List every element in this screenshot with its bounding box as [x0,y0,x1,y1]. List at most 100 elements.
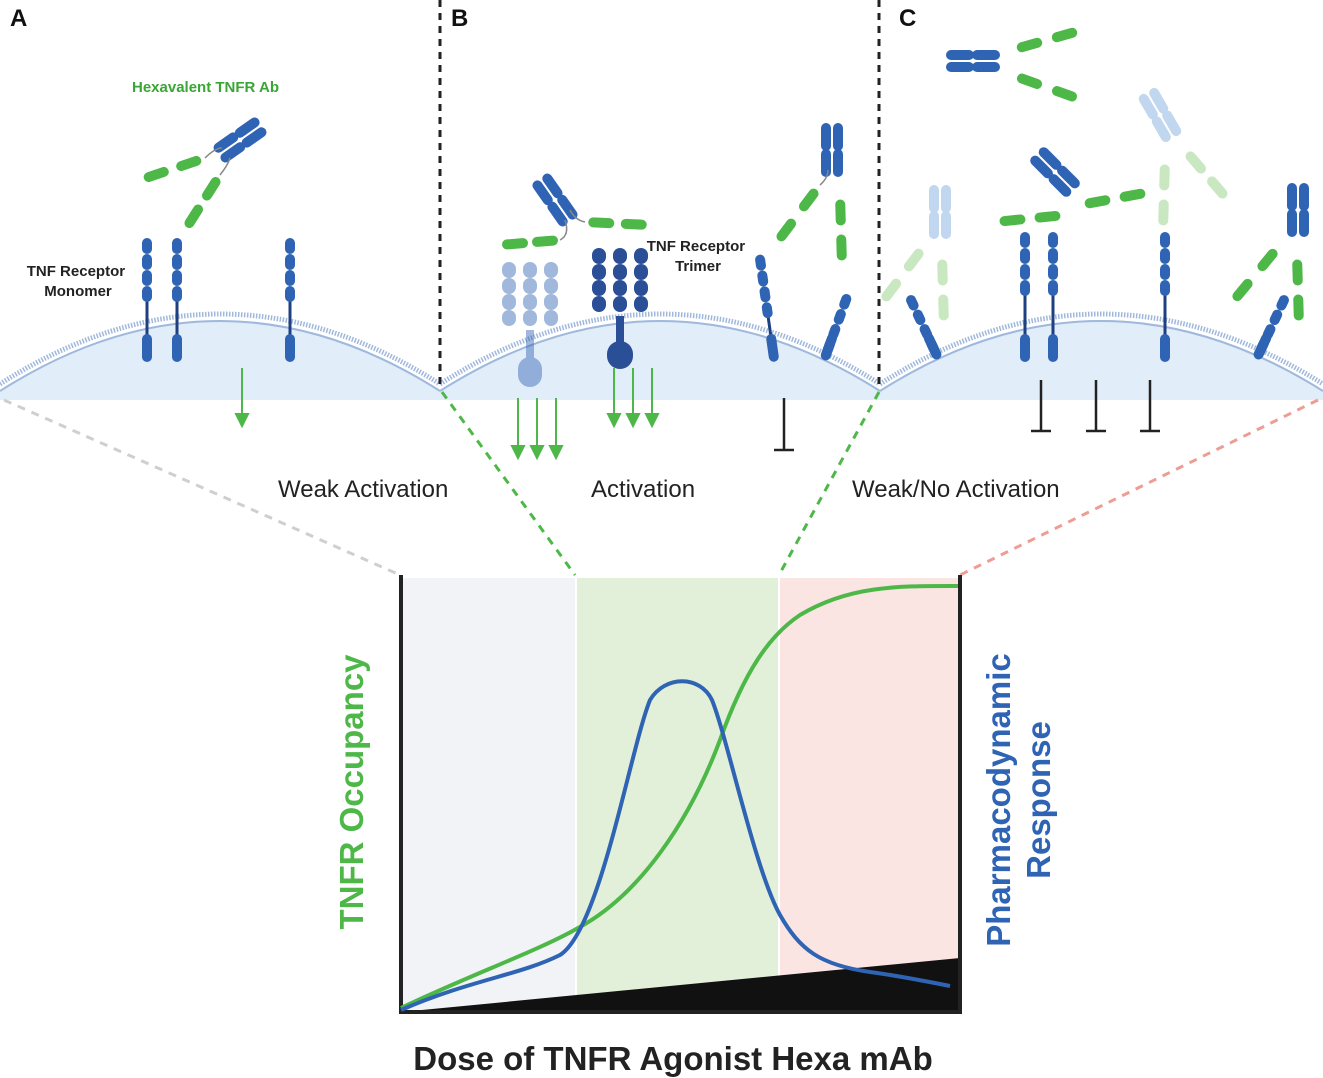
domain-pill [937,259,948,286]
domain-pill [285,334,295,362]
domain-pill [1151,116,1171,143]
dose-response-graph: TNFR Occupancy Pharmacodynamic Response … [333,575,1057,1077]
left-axis-label: TNFR Occupancy [333,654,370,930]
domain-pill [285,238,295,254]
domain-pill [285,254,295,270]
receptor-monomer [755,254,779,362]
hexavalent-antibody-a [143,117,267,228]
domain-pill [613,264,627,280]
domain-pill [544,262,558,278]
domain-pill [1292,259,1303,286]
domain-pill [1084,195,1111,209]
domain-pill [759,286,771,303]
domain-pill [833,149,843,177]
bound-antibody-c-faded [881,185,951,321]
domain-pill [285,270,295,286]
domain-pill [172,334,182,362]
domain-pill [634,248,648,264]
antibody-fc [929,185,951,239]
antibody-fc [213,117,267,163]
domain-pill [906,295,919,311]
antibody-fc [1138,87,1182,143]
domain-pill [142,238,152,254]
domain-pill [1269,309,1283,326]
domain-pill [1020,264,1030,280]
domain-pill [523,294,537,310]
receptor-trimer-light [502,262,558,387]
domain-pill [1232,278,1253,302]
domain-pill [1048,280,1058,296]
receptor-antibody-cartoons [142,27,1309,387]
domain-pill [592,248,606,264]
domain-pill [941,211,951,239]
domain-pill [172,286,182,302]
domain-pill [1048,248,1058,264]
membrane-b [440,320,880,400]
domain-pill [1020,280,1030,296]
domain-pill [941,185,951,213]
receptor-monomer [1160,232,1170,362]
domain-pill [820,333,837,361]
domain-pill [1207,176,1228,199]
domain-pill [532,235,558,247]
domain-pill [1057,165,1080,189]
domain-pill [592,264,606,280]
domain-pill [172,270,182,286]
antibody-fc [1287,183,1309,237]
domain-pill [220,142,246,163]
domain-pill [972,62,1000,72]
domain-pill [1016,37,1043,53]
domain-pill [1119,188,1146,202]
receptor-trimer-label: TNF Receptor Trimer [647,238,750,275]
domain-pill [544,294,558,310]
domain-pill [544,278,558,294]
domain-pill [923,333,942,360]
antibody-fc [946,50,1000,72]
domain-pill [1138,93,1158,120]
hinge-linker [559,219,568,241]
domain-pill [502,294,516,310]
domain-pill [234,117,260,138]
domain-pill [946,50,974,60]
domain-pill [833,123,843,151]
domain-pill [1020,248,1030,264]
hinge-linker [219,157,231,176]
receptor-monomer [1048,232,1058,362]
x-axis-label: Dose of TNFR Agonist Hexa mAb [413,1040,932,1077]
domain-pill [776,218,797,242]
activation-arrows-dark-trimer [606,368,660,429]
domain-pill [1287,183,1297,211]
domain-pill [502,310,516,326]
domain-pill [1160,280,1170,296]
occupancy-curve [400,583,959,1010]
domain-pill [1299,209,1309,237]
domain-pill [1051,27,1078,43]
receptor-monomer [1253,295,1289,360]
domain-pill [1048,334,1058,362]
domain-pill [972,50,1000,60]
zoom-connectors [3,391,1319,577]
domain-pill [184,204,204,228]
domain-pill [634,296,648,312]
domain-pill [1149,87,1169,114]
domain-pill [502,238,528,250]
domain-pill [142,270,152,286]
weak-activation-arrow [234,368,250,429]
domain-pill [241,127,267,148]
domain-pill [833,309,846,325]
free-antibody-c [946,27,1078,102]
receptor-trimer-dark [592,248,648,369]
right-axis-label-line2: Response [1020,721,1057,879]
domain-pill [592,296,606,312]
domain-pill [142,286,152,302]
bound-antibody-c-right [1232,183,1309,321]
antibody-fc [1030,147,1080,197]
domain-pill [929,211,939,239]
panel-letter-b: B [451,5,468,32]
domain-pill [523,262,537,278]
domain-pill [946,62,974,72]
domain-pill [613,248,627,264]
domain-pill [938,294,949,321]
inhibition-markers [774,380,1160,452]
